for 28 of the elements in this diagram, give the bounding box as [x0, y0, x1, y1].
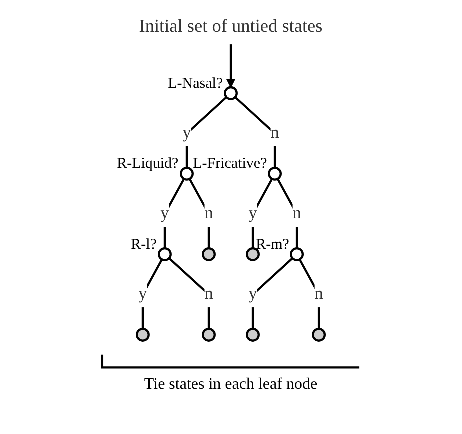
node-circle: [268, 166, 282, 181]
edge-label: y: [248, 204, 258, 223]
node-label: L-Nasal?: [168, 76, 224, 93]
edge-label: y: [248, 285, 258, 304]
node-circle: [202, 247, 216, 262]
caption: Tie states in each leaf node: [144, 376, 318, 394]
edge-label: n: [292, 204, 302, 223]
node-label: R-m?: [256, 236, 290, 254]
edge-label: n: [204, 285, 214, 304]
edge-label: y: [182, 124, 192, 142]
node-circle: [224, 86, 238, 100]
node-text: Initial set of untied states: [139, 16, 323, 36]
edge-label: y: [138, 285, 148, 304]
node-circle: [312, 328, 326, 342]
node-circle: [202, 328, 216, 342]
edge-label: n: [270, 124, 280, 142]
node-circle: [180, 166, 194, 181]
node-label: L-Fricative?: [193, 156, 268, 174]
edge-label: y: [160, 204, 170, 223]
edge-label: n: [204, 204, 214, 223]
node-circle: [290, 247, 304, 262]
node-circle: [158, 247, 172, 262]
node-circle: [246, 328, 260, 342]
node-circle: [136, 328, 150, 342]
edge-label: n: [314, 285, 324, 304]
node-label: R-l?: [131, 236, 157, 254]
arrow: [226, 44, 236, 88]
node-label: R-Liquid?: [117, 156, 179, 174]
